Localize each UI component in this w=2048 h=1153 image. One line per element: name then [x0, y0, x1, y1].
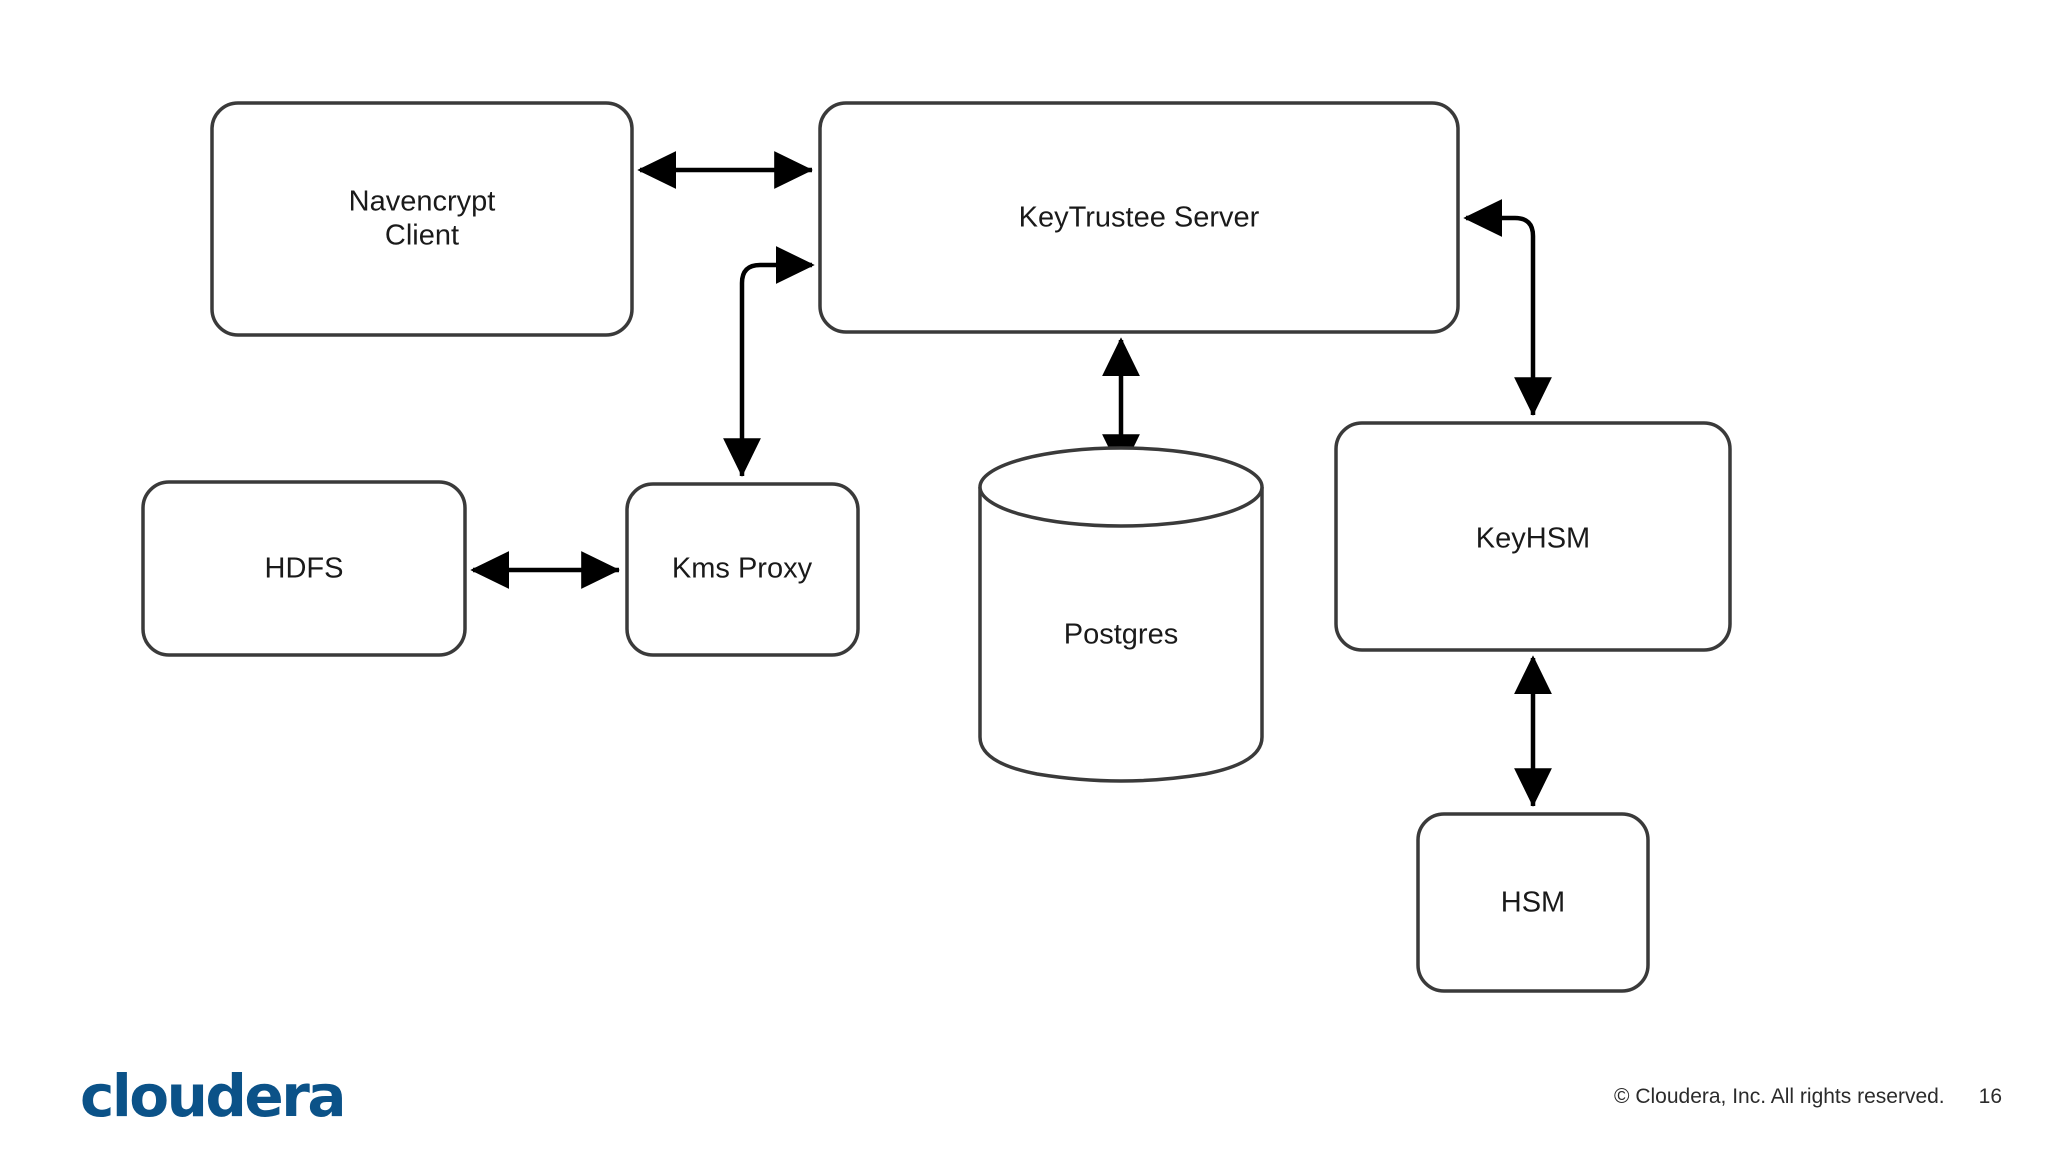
node-postgres[interactable]: Postgres: [978, 446, 1264, 783]
node-hsm[interactable]: HSM: [1416, 812, 1650, 993]
node-label-kms-proxy: Kms Proxy: [672, 553, 813, 585]
node-label-hdfs: HDFS: [265, 553, 344, 585]
node-label-keytrustee-server: KeyTrustee Server: [1019, 202, 1260, 234]
cloudera-logo: cloudera: [80, 1062, 347, 1130]
node-label-keyhsm: KeyHSM: [1476, 523, 1590, 555]
copyright-text: © Cloudera, Inc. All rights reserved.: [1614, 1085, 1945, 1108]
node-keyhsm[interactable]: KeyHSM: [1334, 421, 1732, 652]
connector-kmsproxy-keytrustee: [723, 246, 815, 477]
node-hdfs[interactable]: HDFS: [141, 480, 467, 657]
page-number: 16: [1978, 1085, 2002, 1108]
node-keytrustee-server[interactable]: KeyTrustee Server: [818, 101, 1460, 334]
node-label-navencrypt-client-line1: Navencrypt: [349, 186, 496, 218]
slide-footer: cloudera © Cloudera, Inc. All rights res…: [0, 1023, 2048, 1153]
node-label-navencrypt-client-line2: Client: [385, 220, 459, 252]
copyright-block: © Cloudera, Inc. All rights reserved. 16: [1614, 1085, 2002, 1109]
connector-keytrustee-keyhsm: [1463, 199, 1552, 416]
node-kms-proxy[interactable]: Kms Proxy: [625, 482, 860, 657]
node-label-hsm: HSM: [1501, 887, 1565, 919]
node-label-postgres: Postgres: [1064, 619, 1178, 651]
node-navencrypt-client[interactable]: Navencrypt Client: [210, 101, 634, 337]
